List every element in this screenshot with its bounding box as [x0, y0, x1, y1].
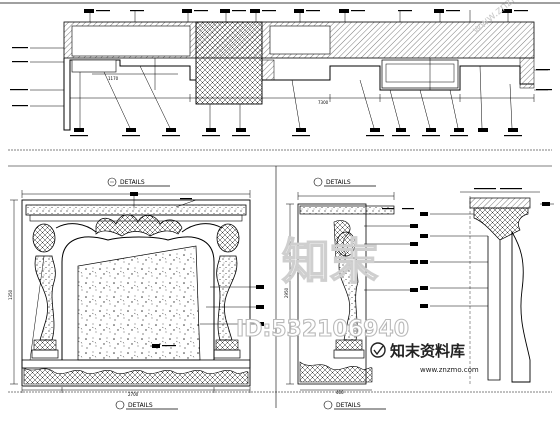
- left-column: [31, 223, 59, 359]
- detail-title-1: DETAILS: [107, 177, 170, 187]
- dim-side-depth: 400: [336, 390, 344, 395]
- dim-fireplace-width: 2700: [128, 392, 139, 397]
- watermark-id-label: ID:532106940: [236, 317, 409, 342]
- right-column: [213, 223, 241, 359]
- watermark-site-url: www.znzmo.com: [420, 366, 479, 374]
- fireplace-elevation: 1350 2700: [8, 190, 264, 397]
- dim-elevation-height: 2950: [284, 287, 289, 298]
- mantel-profile-detail: [420, 188, 554, 384]
- detail-title-4-text: DETAILS: [336, 402, 361, 409]
- detail-title-4: DETAILS: [323, 400, 386, 410]
- dim-ceiling-left: 1170: [108, 76, 119, 81]
- detail-title-3-text: DETAILS: [128, 402, 153, 409]
- detail-title-3: DETAILS: [115, 400, 178, 410]
- detail-title-2: DETAILS: [313, 177, 376, 187]
- dim-ceiling-total: 7300: [318, 100, 329, 105]
- watermark-site-cn: 知末资料库: [390, 342, 465, 360]
- watermark-brand-cn: 知末: [282, 234, 378, 290]
- ceiling-section: 1170 7300: [0, 2, 560, 151]
- detail-title-2-text: DETAILS: [326, 179, 351, 186]
- sheet-frame: [8, 165, 552, 408]
- dim-fireplace-height: 1350: [8, 289, 13, 300]
- detail-title-1-text: DETAILS: [120, 179, 145, 186]
- fireplace-side-section: 2950 400: [284, 192, 418, 395]
- znzmo-logo: [370, 342, 386, 358]
